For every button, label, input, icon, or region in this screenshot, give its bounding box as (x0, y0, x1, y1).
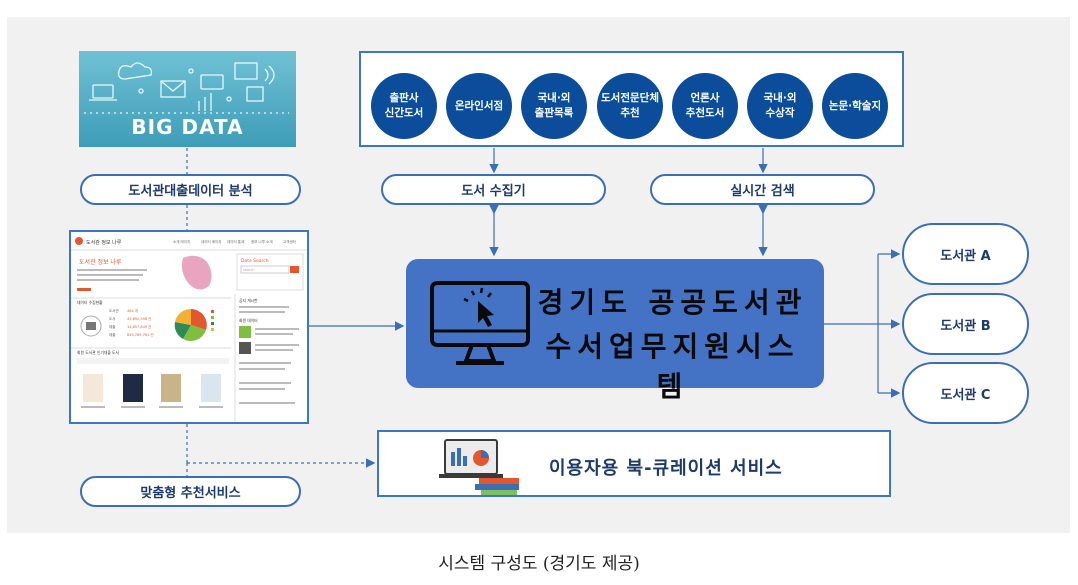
library-c: 도서관 C (902, 362, 1029, 424)
site-headline: 도서관 정보 나루 (79, 258, 122, 266)
stat-label: 대출 (109, 324, 116, 329)
collector-label: 도서 수집기 (381, 174, 606, 205)
big-data-icons (84, 62, 289, 114)
website-thumbnail: 도서관 정보 나루 소개 메이지 데이터 메이지 데이터 통계 정보 나루 소개… (71, 232, 307, 422)
system-title-line1: 경기도 공공도서관 (537, 286, 808, 319)
stats-title: 데이터 수집현황 (77, 300, 103, 305)
stat-label: 도서 (109, 316, 115, 321)
central-system-box: 경기도 공공도서관 수서업무지원시스템 (406, 259, 824, 403)
analysis-label: 도서관대출데이터 분석 (80, 174, 301, 205)
figure-caption: 시스템 구성도 (경기도 제공) (438, 554, 640, 574)
curation-service-box: 이용자용 북-큐레이션 서비스 (377, 430, 891, 497)
curation-title: 이용자용 북-큐레이션 서비스 (549, 458, 783, 479)
stat-value: 845,789,761 건 (127, 332, 154, 337)
nav-item: 고객센터 (283, 239, 296, 244)
search-input: search (243, 268, 255, 272)
nav-item: 소개 메이지 (173, 239, 190, 244)
stat-label: 도서관 (109, 308, 119, 313)
big-data-panel: BIG DATA (79, 51, 296, 147)
stat-value: 14,857,849 건 (127, 324, 151, 329)
search-label: 실시간 검색 (650, 174, 875, 205)
source-publication-list: 국내·외 출판목록 (521, 73, 587, 139)
source-awards: 국내·외 수상작 (747, 73, 813, 139)
stat-label: 대출 (109, 332, 116, 337)
library-website-screenshot: 도서관 정보 나루 소개 메이지 데이터 메이지 데이터 통계 정보 나루 소개… (69, 230, 309, 424)
source-papers: 논문·학술지 (822, 73, 888, 139)
popular-title: 회원 도서관 인기대출 도서 (77, 350, 120, 355)
recommend-label: 맞춤형 추천서비스 (80, 476, 301, 507)
nav-item: 데이터 메이지 (201, 239, 221, 244)
stat-value: 464 개 (127, 308, 138, 313)
stat-value: 45,892,598 건 (127, 316, 151, 321)
library-b: 도서관 B (902, 293, 1029, 355)
source-new-books: 출판사 신간도서 (371, 73, 437, 139)
notice-title: 공지 게시판 (239, 298, 258, 303)
books-laptop-icon (439, 439, 519, 495)
system-title-line2: 수서업무지원시스템 (545, 330, 800, 403)
data-title: 회원 데이터 (239, 318, 258, 323)
library-a: 도서관 A (902, 223, 1029, 285)
book-sources-box: 출판사 신간도서 온라인서점 국내·외 출판목록 도서전문단체 추천 언론사 추… (359, 51, 904, 147)
nav-item: 정보 나루 소개 (251, 239, 273, 244)
stats-pie-chart (174, 308, 207, 342)
source-online-store: 온라인서점 (446, 73, 512, 139)
site-name: 도서관 정보 나루 (86, 239, 122, 246)
nav-item: 데이터 통계 (227, 239, 244, 244)
source-expert-recommend: 도서전문단체 추천 (597, 73, 663, 139)
source-press-recommend: 언론사 추천도서 (672, 73, 738, 139)
big-data-title: BIG DATA (131, 115, 244, 139)
search-title: Data Search (241, 258, 269, 264)
monitor-icon (430, 281, 530, 365)
